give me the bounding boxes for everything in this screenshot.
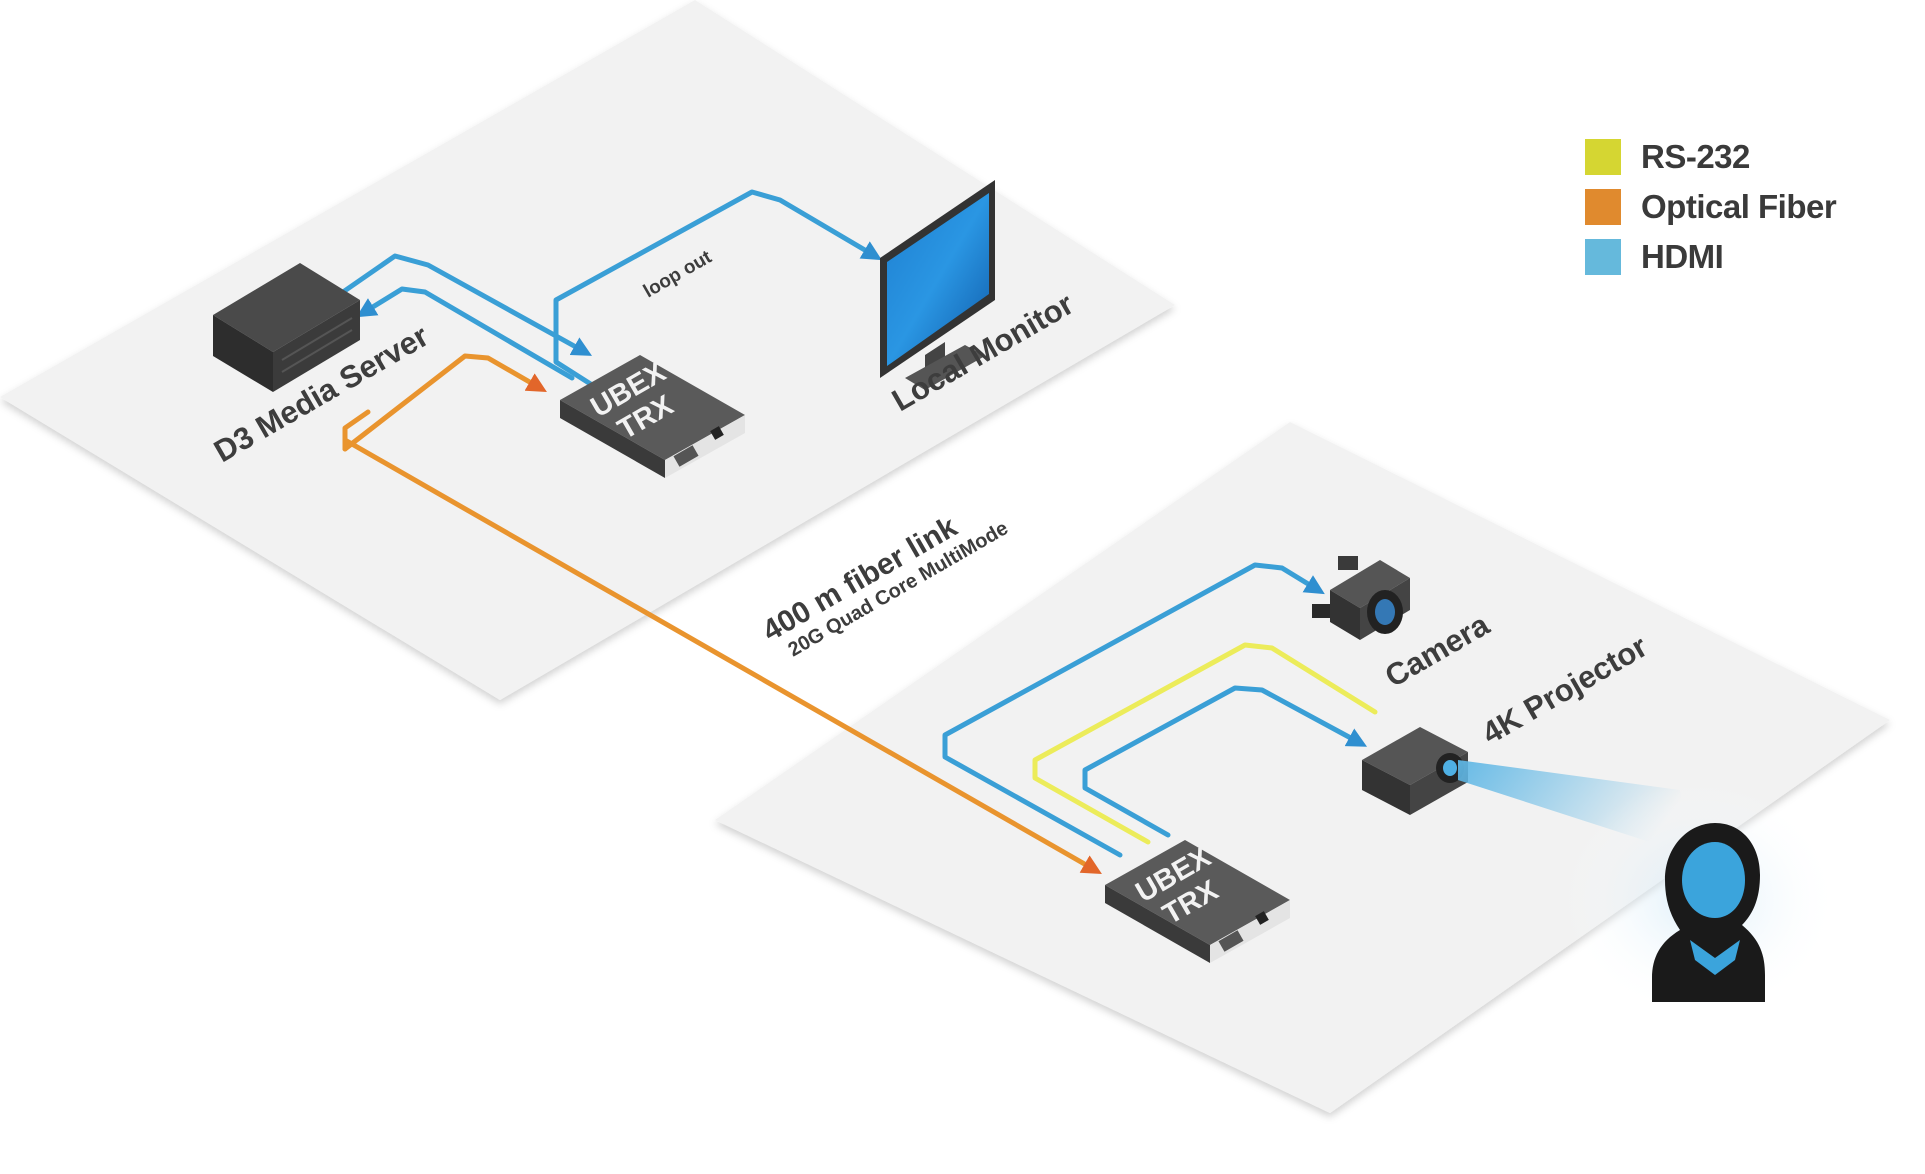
fiber-line: [342, 353, 1102, 874]
legend-swatch-rs232: [1585, 139, 1621, 175]
camera-device: [1312, 556, 1410, 640]
rs232-projector-line: [1032, 642, 1378, 845]
lines-bottom: [942, 562, 1378, 858]
ubex-trx-top-device: [560, 355, 745, 478]
legend-item-optical-fiber: Optical Fiber: [1585, 182, 1837, 232]
fiber-top-entry: [342, 353, 547, 452]
bottom-platform: [715, 422, 1890, 1113]
hdmi-lines-top: [340, 189, 882, 393]
legend-label-optical-fiber: Optical Fiber: [1641, 188, 1837, 225]
legend-label-rs232: RS-232: [1641, 138, 1750, 175]
hdmi-server-to-ubex-1: [340, 253, 592, 356]
local-monitor-device: [880, 180, 995, 390]
hdmi-ubex-to-server-2: [356, 286, 575, 381]
legend-label-hdmi: HDMI: [1641, 238, 1724, 275]
person-silhouette: [1652, 823, 1765, 1002]
hdmi-loop-out: [553, 189, 882, 393]
d3-media-server-device: [213, 263, 360, 392]
fiber-long-run: [342, 437, 1102, 874]
legend-item-hdmi: HDMI: [1585, 232, 1836, 282]
hdmi-projector-line: [1082, 685, 1368, 838]
projector-device: [1362, 727, 1468, 815]
legend: RS-232 Optical Fiber HDMI: [1585, 132, 1837, 282]
legend-swatch-optical-fiber: [1585, 189, 1621, 225]
legend-swatch-hdmi: [1585, 239, 1621, 275]
ubex-trx-bottom-device: [1105, 840, 1290, 963]
legend-item-rs232: RS-232: [1585, 132, 1836, 182]
hdmi-camera-line: [942, 562, 1325, 858]
